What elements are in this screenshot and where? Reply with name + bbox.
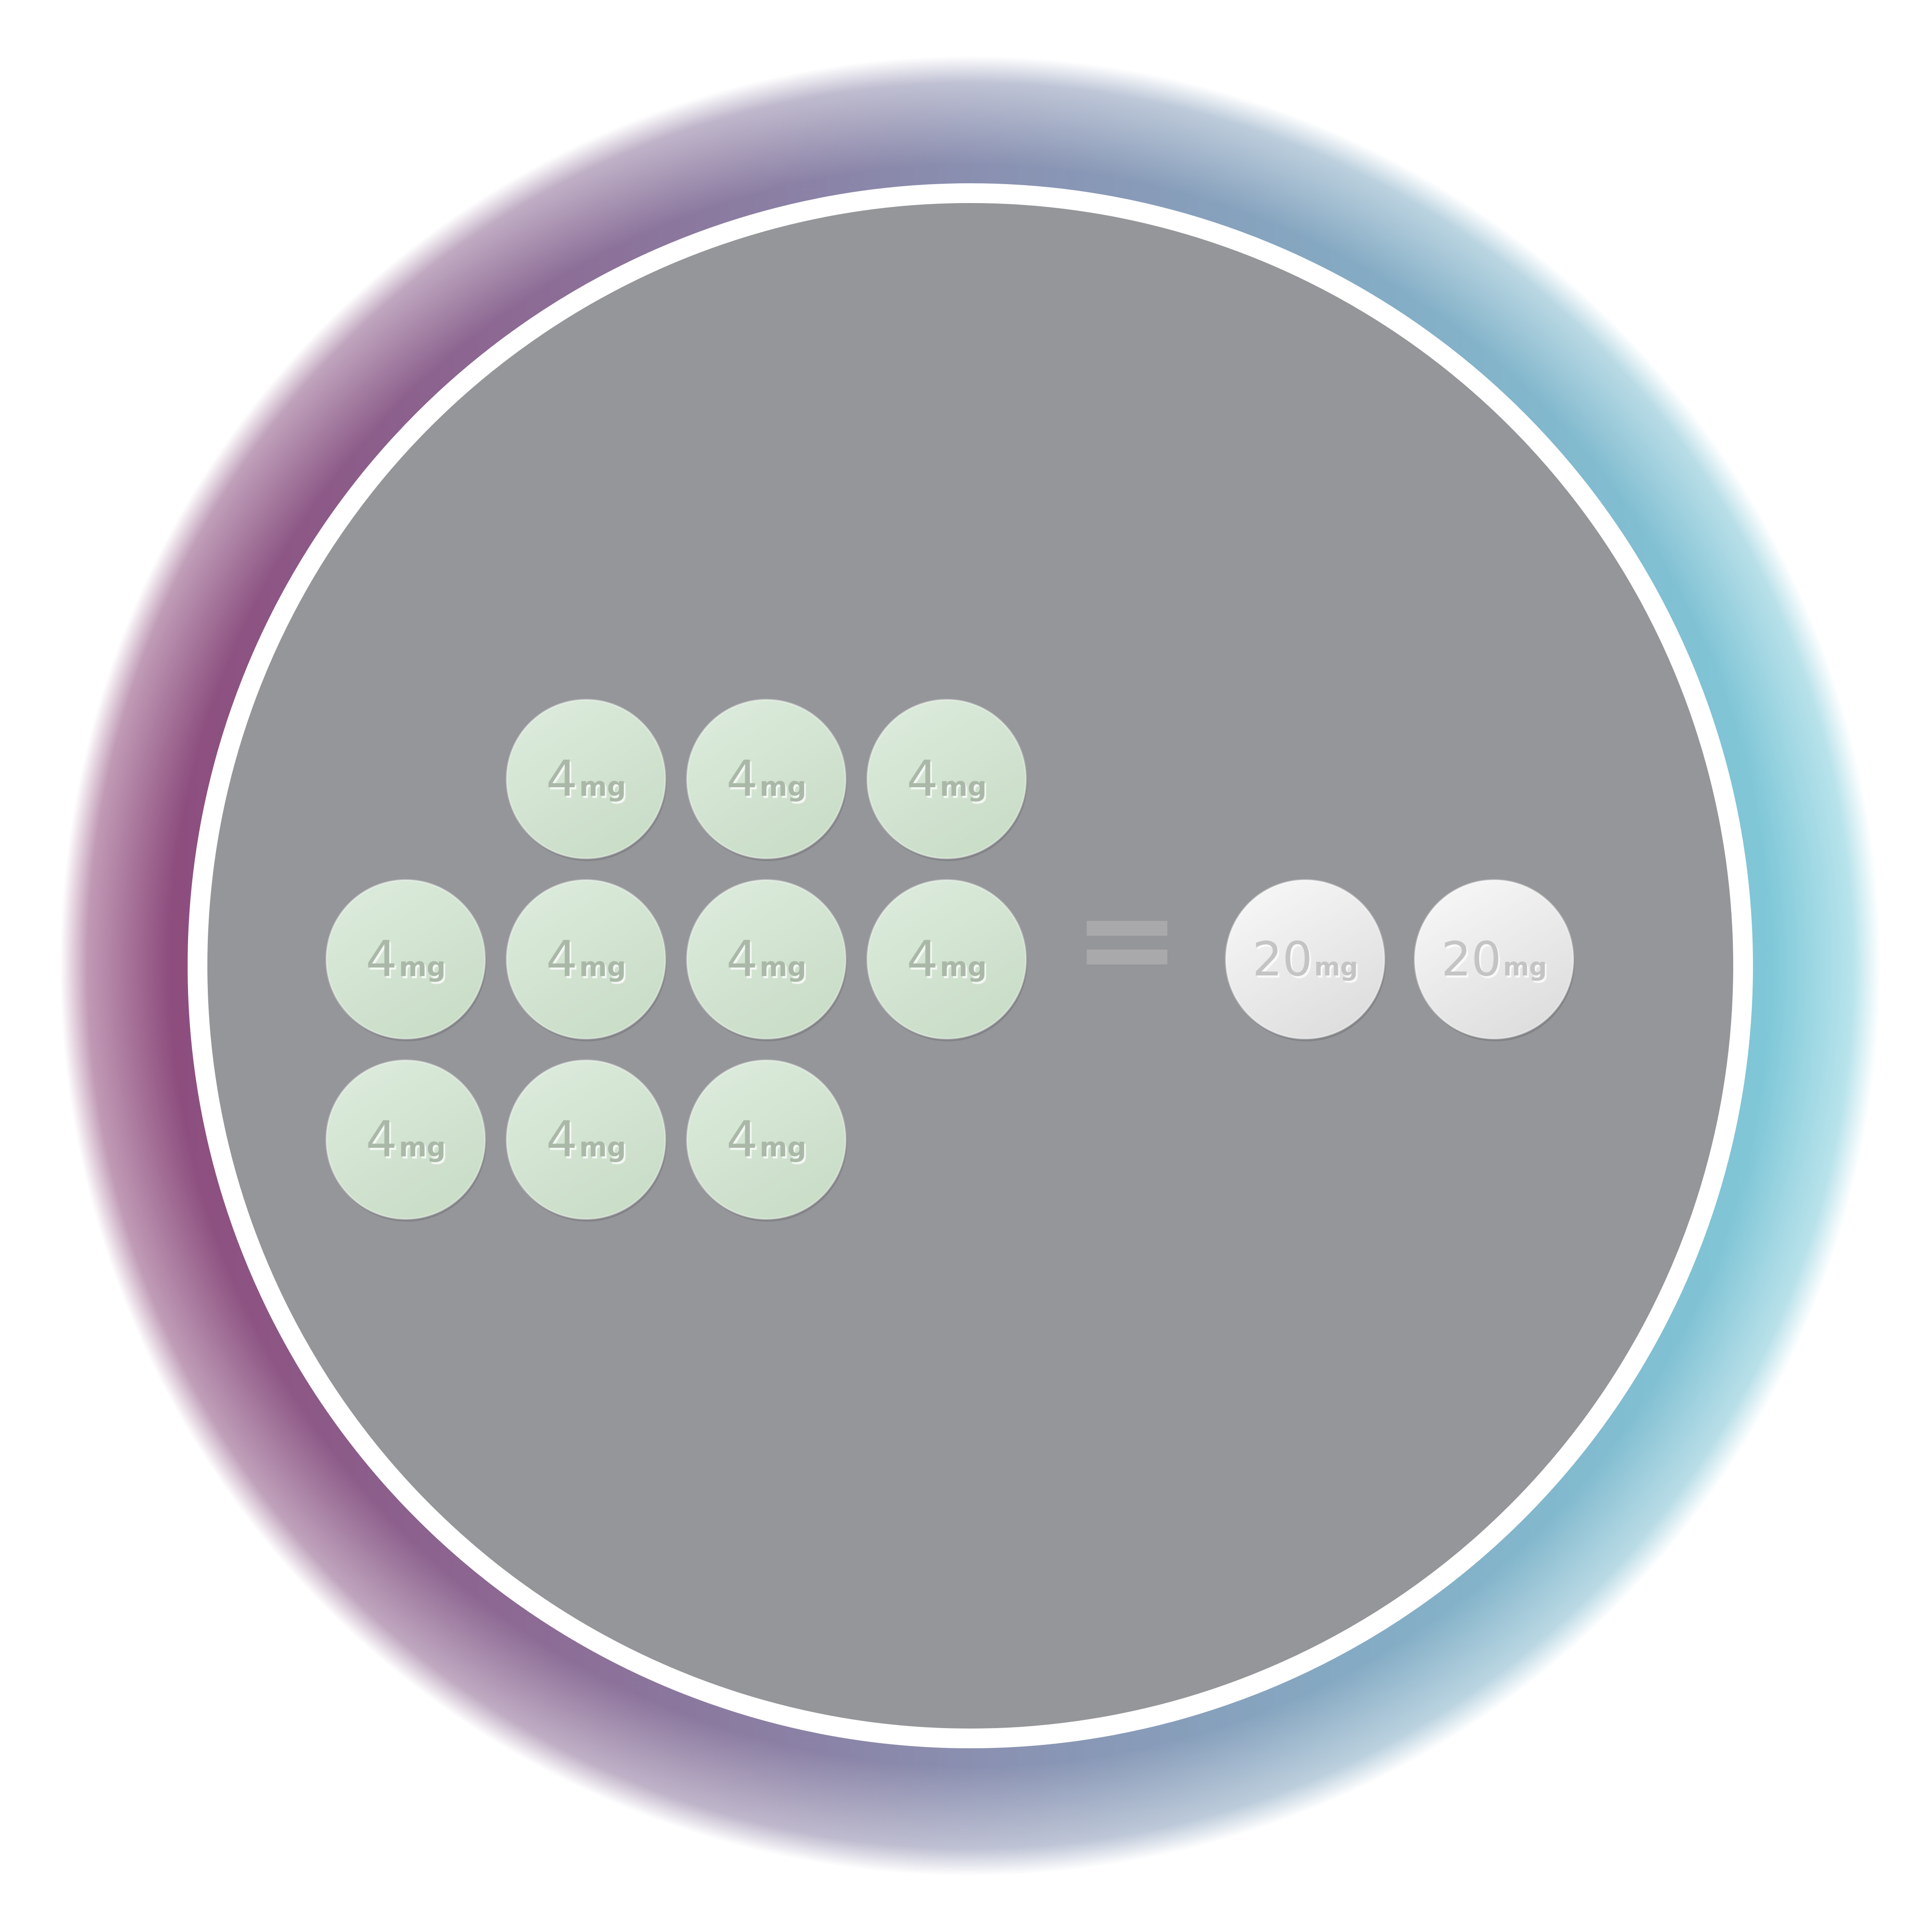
small-pill-number: 4 xyxy=(907,750,938,808)
small-pill-body xyxy=(686,699,847,859)
small-pill-number: 4 xyxy=(726,931,758,988)
small-pill-label: 4mg xyxy=(726,1111,806,1168)
small-pill-body xyxy=(866,879,1027,1040)
large-pill-body xyxy=(1414,879,1574,1040)
small-pill-body xyxy=(506,1059,666,1220)
small-pill-label: 4mg xyxy=(546,750,626,808)
small-pill: 4mg xyxy=(325,879,486,1041)
small-pill-unit: mg xyxy=(759,771,806,802)
small-pill-unit: mg xyxy=(940,771,987,802)
large-pill-unit: mg xyxy=(1314,952,1358,981)
large-pill-label: 20mg xyxy=(1441,931,1547,986)
small-pill-label: 4mg xyxy=(907,931,987,988)
small-pill-unit: mg xyxy=(399,1131,446,1163)
small-pill: 4mg xyxy=(686,879,847,1041)
equals-sign: = xyxy=(1073,864,1181,1013)
small-pill-label: 4mg xyxy=(726,750,806,808)
small-pill-label: 4mg xyxy=(546,931,626,988)
small-pill-unit: mg xyxy=(399,951,446,983)
large-pill-number: 20 xyxy=(1441,931,1501,986)
large-pill-body xyxy=(1225,879,1385,1040)
small-pill-body xyxy=(686,879,847,1040)
small-pill-label: 4mg xyxy=(907,750,987,808)
small-pill-body xyxy=(506,699,666,859)
large-pill-label: 20mg xyxy=(1252,931,1358,986)
small-pill: 4mg xyxy=(686,699,847,861)
small-pill-body xyxy=(686,1059,847,1220)
small-pill-number: 4 xyxy=(546,1111,577,1168)
large-pill: 20mg xyxy=(1225,879,1386,1041)
small-pill-number: 4 xyxy=(726,1111,758,1168)
small-pill-unit: mg xyxy=(579,771,626,802)
small-pill: 4mg xyxy=(866,879,1027,1041)
large-pill: 20mg xyxy=(1414,879,1575,1041)
equals-symbol: = xyxy=(1073,864,1181,1013)
small-pill-unit: mg xyxy=(759,951,806,983)
small-pill-label: 4mg xyxy=(726,931,806,988)
small-pill-body xyxy=(325,1059,486,1220)
small-pill-body xyxy=(506,879,666,1040)
small-pill-number: 4 xyxy=(907,931,938,988)
small-pill-unit: mg xyxy=(579,951,626,983)
small-pill-label: 4mg xyxy=(546,1111,626,1168)
large-pill-number: 20 xyxy=(1252,931,1312,986)
small-pill: 4mg xyxy=(866,699,1027,861)
small-pill-unit: mg xyxy=(579,1131,626,1163)
small-pill-body xyxy=(325,879,486,1040)
small-pill-unit: mg xyxy=(940,951,987,983)
small-pill: 4mg xyxy=(506,1059,667,1222)
small-pill-label: 4mg xyxy=(366,931,446,988)
small-pill-number: 4 xyxy=(546,931,577,988)
small-pill-body xyxy=(866,699,1027,859)
small-pill: 4mg xyxy=(325,1059,486,1222)
small-pill: 4mg xyxy=(506,699,667,861)
small-pill-label: 4mg xyxy=(366,1111,446,1168)
small-pill-unit: mg xyxy=(759,1131,806,1163)
small-pill-number: 4 xyxy=(546,750,577,808)
large-pill-unit: mg xyxy=(1503,952,1547,981)
small-pill: 4mg xyxy=(686,1059,847,1222)
small-pill-number: 4 xyxy=(366,1111,397,1168)
small-pill-number: 4 xyxy=(366,931,397,988)
small-pill-number: 4 xyxy=(726,750,758,808)
small-pill: 4mg xyxy=(506,879,667,1041)
